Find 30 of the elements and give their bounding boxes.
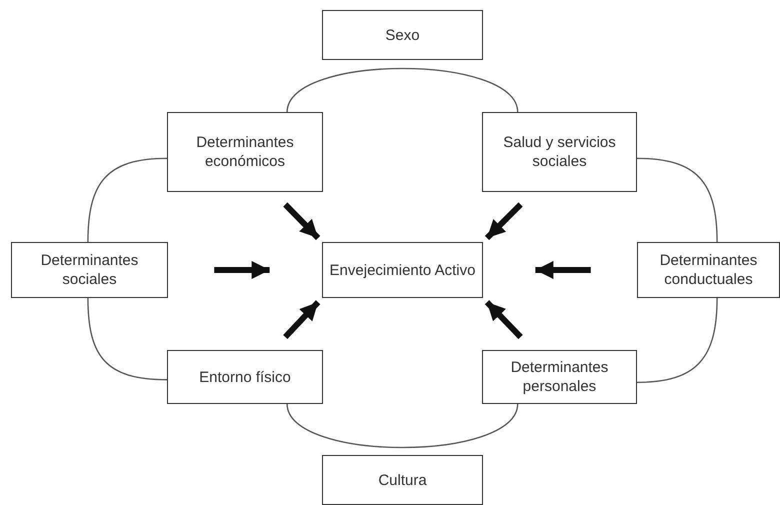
arrow bbox=[214, 261, 270, 279]
connector-line bbox=[87, 158, 168, 242]
concept-box bbox=[322, 242, 483, 298]
connector-line bbox=[286, 404, 518, 448]
node-label: Determinantes conductuales bbox=[658, 251, 758, 289]
connector-line bbox=[87, 298, 168, 380]
arrow bbox=[283, 300, 320, 340]
connector-line bbox=[636, 158, 718, 242]
connector-line bbox=[286, 68, 518, 112]
arrow bbox=[535, 261, 591, 279]
arrow bbox=[484, 300, 523, 340]
concept-box bbox=[482, 112, 637, 192]
concept-box bbox=[482, 350, 637, 404]
node-label: Sexo bbox=[385, 26, 420, 44]
concept-box bbox=[637, 242, 780, 298]
concept-box bbox=[167, 112, 323, 192]
concept-box bbox=[322, 455, 483, 505]
node-label: Determinantes sociales bbox=[40, 251, 140, 289]
node-label: Entorno físico bbox=[199, 368, 291, 386]
concept-box bbox=[167, 350, 323, 404]
arrow bbox=[484, 202, 523, 240]
connector-line bbox=[636, 298, 718, 384]
concept-box bbox=[11, 242, 168, 298]
node-label: Cultura bbox=[378, 470, 427, 490]
node-label: Determinantes económicos bbox=[195, 133, 295, 171]
node-label: Salud y servicios sociales bbox=[502, 133, 617, 171]
concept-box bbox=[322, 10, 483, 60]
node-label: Envejecimiento Activo bbox=[330, 260, 476, 280]
arrow bbox=[283, 202, 320, 240]
node-label: Determinantes personales bbox=[510, 358, 610, 396]
